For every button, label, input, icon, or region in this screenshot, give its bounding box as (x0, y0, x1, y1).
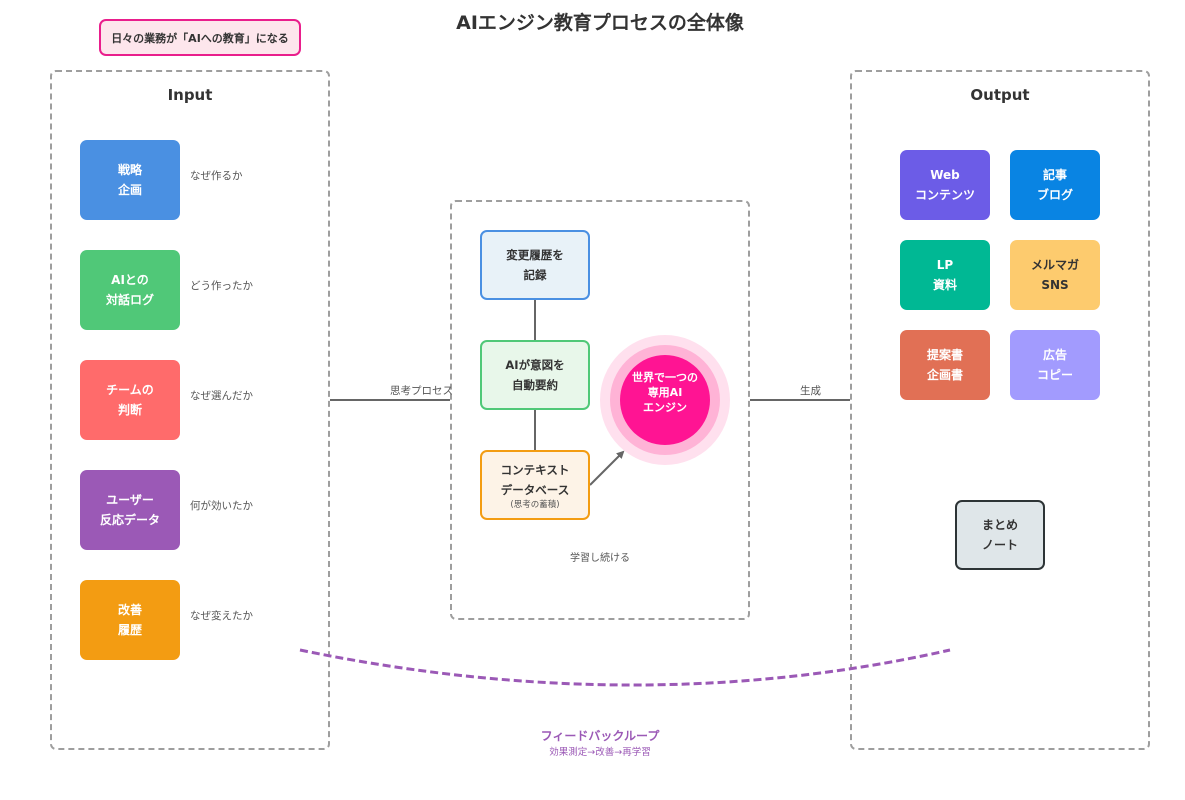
input-card-note: なぜ変えたか (190, 610, 253, 622)
output-panel: Output (850, 70, 1150, 750)
process-step-record: 変更履歴を 記録 (480, 230, 590, 300)
database-to-engine-arrow (589, 450, 625, 486)
output-card: Web コンテンツ (900, 150, 990, 220)
input-to-process-label: 思考プロセス (390, 385, 453, 397)
process-to-output-label: 生成 (800, 385, 821, 397)
feedback-loop-subtitle: 効果測定→改善→再学習 (549, 747, 651, 758)
input-card-note: なぜ選んだか (190, 390, 253, 402)
tagline-badge: 日々の業務が「AIへの教育」になる (99, 19, 301, 56)
output-card: 記事 ブログ (1010, 150, 1100, 220)
process-panel (450, 200, 750, 620)
engine-core (620, 355, 710, 445)
process-step-database-label: コンテキスト データベース (500, 462, 570, 497)
input-card-note: 何が効いたか (190, 500, 253, 512)
feedback-loop-title: フィードバックループ (540, 729, 660, 743)
engine-label: 世界で一つの 専用AI エンジン (632, 371, 698, 414)
page-title: AIエンジン教育プロセスの全体像 (456, 12, 744, 34)
output-card: 広告 コピー (1010, 330, 1100, 400)
input-card: 戦略 企画 (80, 140, 180, 220)
feedback-loop-curve (299, 648, 951, 687)
output-panel-title: Output (970, 86, 1030, 104)
input-card: AIとの 対話ログ (80, 250, 180, 330)
process-step-summarize: AIが意図を 自動要約 (480, 340, 590, 410)
input-panel: Input (50, 70, 330, 750)
input-card: チームの 判断 (80, 360, 180, 440)
input-card: 改善 履歴 (80, 580, 180, 660)
process-step-summarize-label: AIが意図を 自動要約 (505, 358, 565, 392)
process-caption: 学習し続ける (570, 553, 630, 564)
output-card: メルマガ SNS (1010, 240, 1100, 310)
input-card: ユーザー 反応データ (80, 470, 180, 550)
process-step-database: コンテキスト データベース (思考の蓄積) (480, 450, 590, 520)
process-step-record-label: 変更履歴を 記録 (506, 248, 564, 282)
output-card: LP 資料 (900, 240, 990, 310)
input-panel-title: Input (167, 86, 213, 104)
summary-note-card: まとめ ノート (955, 500, 1045, 570)
input-card-note: なぜ作るか (190, 170, 243, 182)
input-card-note: どう作ったか (190, 280, 253, 292)
process-step-database-sub: (思考の蓄積) (510, 499, 560, 510)
output-card: 提案書 企画書 (900, 330, 990, 400)
